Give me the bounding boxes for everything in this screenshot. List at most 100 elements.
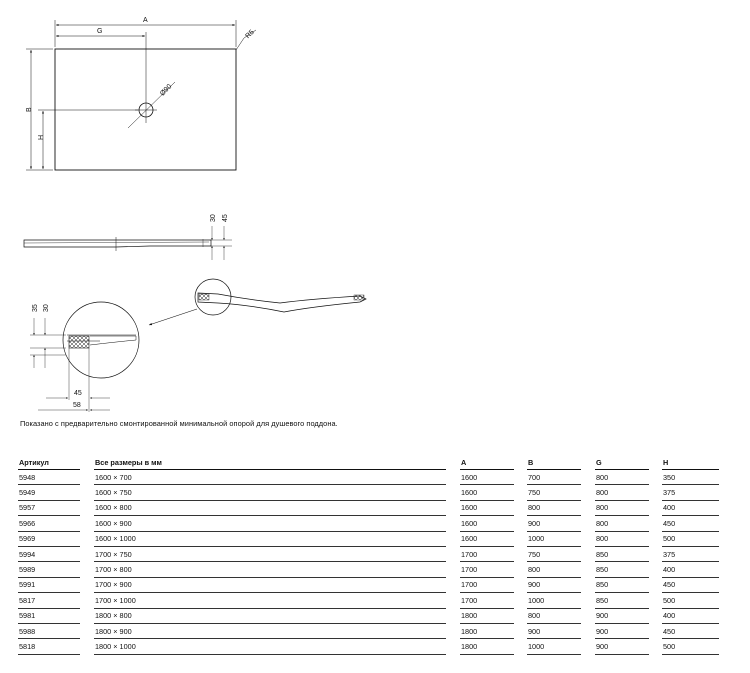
cell-size: 1700 × 750 [94,546,446,563]
column-gap [581,639,595,654]
cell-article: 5818 [18,638,80,655]
column-gap [649,562,662,577]
cell-a: 1700 [460,577,514,594]
cell-a: 1800 [460,623,514,640]
column-gap [581,623,595,638]
cell-h: 400 [662,608,719,624]
cell-size: 1700 × 900 [94,577,446,594]
cell-article: 5969 [18,531,80,547]
cell-b: 1000 [527,592,581,609]
column-gap [581,500,595,515]
column-gap [514,639,527,654]
detail-circle-small [194,278,232,316]
cell-h: 375 [662,484,719,501]
column-gap [80,577,94,592]
cell-b: 800 [527,500,581,517]
column-gap [446,562,460,577]
figure-caption: Показано с предварительно смонтированной… [20,419,338,428]
column-gap [581,593,595,608]
cell-size: 1700 × 800 [94,561,446,578]
cell-b: 1000 [527,638,581,655]
cell-article: 5994 [18,546,80,563]
dim-label-30-side: 30 [210,214,217,222]
column-gap [514,546,527,561]
dim-label-35: 35 [32,304,39,312]
cell-g: 850 [595,592,649,609]
cell-b: 750 [527,484,581,501]
cell-b: 700 [527,469,581,486]
column-gap [446,639,460,654]
column-gap [446,623,460,638]
column-gap [446,531,460,546]
column-gap [649,608,662,623]
cell-size: 1700 × 1000 [94,592,446,609]
column-gap [446,516,460,531]
cell-article: 5989 [18,561,80,578]
column-gap [446,500,460,515]
column-gap [80,546,94,561]
column-gap [649,639,662,654]
cell-article: 5981 [18,608,80,624]
cell-article: 5949 [18,484,80,501]
column-gap [446,608,460,623]
header-article: Артикул [18,456,80,470]
column-gap [514,470,527,485]
cell-g: 900 [595,638,649,655]
cell-g: 800 [595,531,649,547]
dim-label-b: B [26,107,33,112]
column-gap [581,577,595,592]
cell-a: 1600 [460,515,514,532]
column-gap [80,608,94,623]
column-gap [514,531,527,546]
column-gap [80,500,94,515]
header-all-sizes: Все размеры в мм [94,456,446,470]
cell-a: 1700 [460,561,514,578]
column-gap [649,470,662,485]
detail-circle-large [62,301,140,379]
cell-b: 900 [527,515,581,532]
column-gap [514,516,527,531]
cell-g: 850 [595,577,649,594]
cell-h: 500 [662,638,719,655]
column-gap [514,562,527,577]
column-gap [581,531,595,546]
dim-label-58: 58 [73,402,81,409]
cell-h: 450 [662,623,719,640]
cell-g: 800 [595,515,649,532]
column-gap [581,608,595,623]
top-view [26,20,257,171]
cell-b: 800 [527,561,581,578]
header-h: H [662,456,719,470]
column-gap [649,546,662,561]
cell-h: 375 [662,546,719,563]
dim-label-r5: R5 [244,29,255,40]
cell-h: 400 [662,561,719,578]
cell-b: 800 [527,608,581,624]
column-gap [514,577,527,592]
column-gap [80,562,94,577]
column-gap [446,577,460,592]
column-gap [581,562,595,577]
column-gap [649,485,662,500]
cell-g: 900 [595,608,649,624]
cell-g: 800 [595,500,649,517]
column-gap [80,639,94,654]
column-gap [514,500,527,515]
cell-size: 1600 × 1000 [94,531,446,547]
column-gap [649,531,662,546]
cell-b: 900 [527,623,581,640]
column-gap [514,623,527,638]
cell-size: 1800 × 800 [94,608,446,624]
cell-a: 1600 [460,500,514,517]
cell-article: 5991 [18,577,80,594]
side-view-labels: 30 45 [210,214,229,222]
